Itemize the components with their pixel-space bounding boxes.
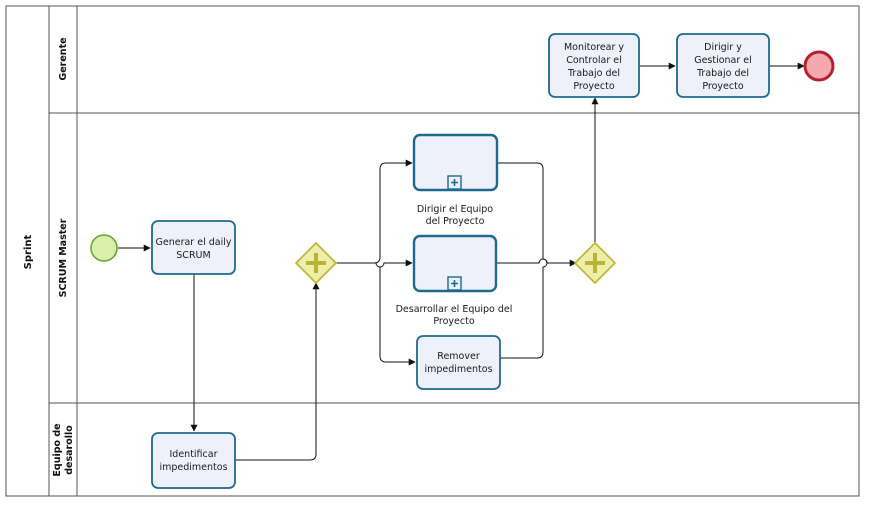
svg-text:Proyecto: Proyecto xyxy=(702,81,743,92)
subprocess-desarrollar-equipo[interactable] xyxy=(412,234,498,293)
svg-text:impedimentos: impedimentos xyxy=(424,364,492,375)
svg-text:Generar el daily: Generar el daily xyxy=(156,237,232,248)
subprocess-label-dirigir-line1: Dirigir el Equipo xyxy=(417,204,493,215)
start-event[interactable] xyxy=(90,234,118,262)
subprocess-label-dirigir-line2: del Proyecto xyxy=(426,216,485,227)
flow-split-to-remover xyxy=(379,267,416,366)
svg-text:Controlar el: Controlar el xyxy=(566,55,622,66)
svg-text:Gestionar el: Gestionar el xyxy=(694,55,752,66)
lane-label-scrum-master: SCRUM Master xyxy=(58,218,69,297)
lane-label-gerente: Gerente xyxy=(58,37,69,80)
lane-label-equipo-line1: Equipo de xyxy=(52,423,63,476)
subprocess-dirigir-equipo[interactable] xyxy=(412,133,499,192)
plus-icon xyxy=(585,253,605,273)
subprocess-label-desarrollar-line1: Desarrollar el Equipo del xyxy=(396,304,513,315)
task-dirigir-gestionar[interactable]: Dirigir y Gestionar el Trabajo del Proye… xyxy=(676,33,770,98)
svg-text:Trabajo del: Trabajo del xyxy=(567,68,620,79)
task-remover-impedimentos[interactable]: Remover impedimentos xyxy=(416,335,501,390)
svg-text:Proyecto: Proyecto xyxy=(573,81,614,92)
svg-text:impedimentos: impedimentos xyxy=(159,462,227,473)
parallel-gateway-split[interactable] xyxy=(294,241,338,285)
task-generar-daily-scrum[interactable]: Generar el daily SCRUM xyxy=(151,220,236,275)
flow-identificar-to-split xyxy=(235,282,320,461)
svg-text:Trabajo del: Trabajo del xyxy=(696,68,749,79)
flow-desarrollar-to-join xyxy=(496,258,577,267)
svg-text:Dirigir y: Dirigir y xyxy=(704,42,742,53)
lane-label-equipo-line2: desarollo xyxy=(64,425,75,475)
parallel-gateway-join[interactable] xyxy=(573,241,617,285)
svg-text:Identificar: Identificar xyxy=(170,449,218,460)
svg-text:SCRUM: SCRUM xyxy=(176,250,210,261)
pool-label: Sprint xyxy=(23,234,34,269)
plus-icon xyxy=(306,253,326,273)
task-monitorear-controlar[interactable]: Monitorear y Controlar el Trabajo del Pr… xyxy=(548,33,640,98)
subprocess-label-desarrollar-line2: Proyecto xyxy=(433,316,474,327)
svg-text:Monitorear y: Monitorear y xyxy=(564,42,624,53)
svg-text:Remover: Remover xyxy=(437,351,480,362)
end-event[interactable] xyxy=(803,50,835,82)
task-identificar-impedimentos[interactable]: Identificar impedimentos xyxy=(151,432,236,489)
